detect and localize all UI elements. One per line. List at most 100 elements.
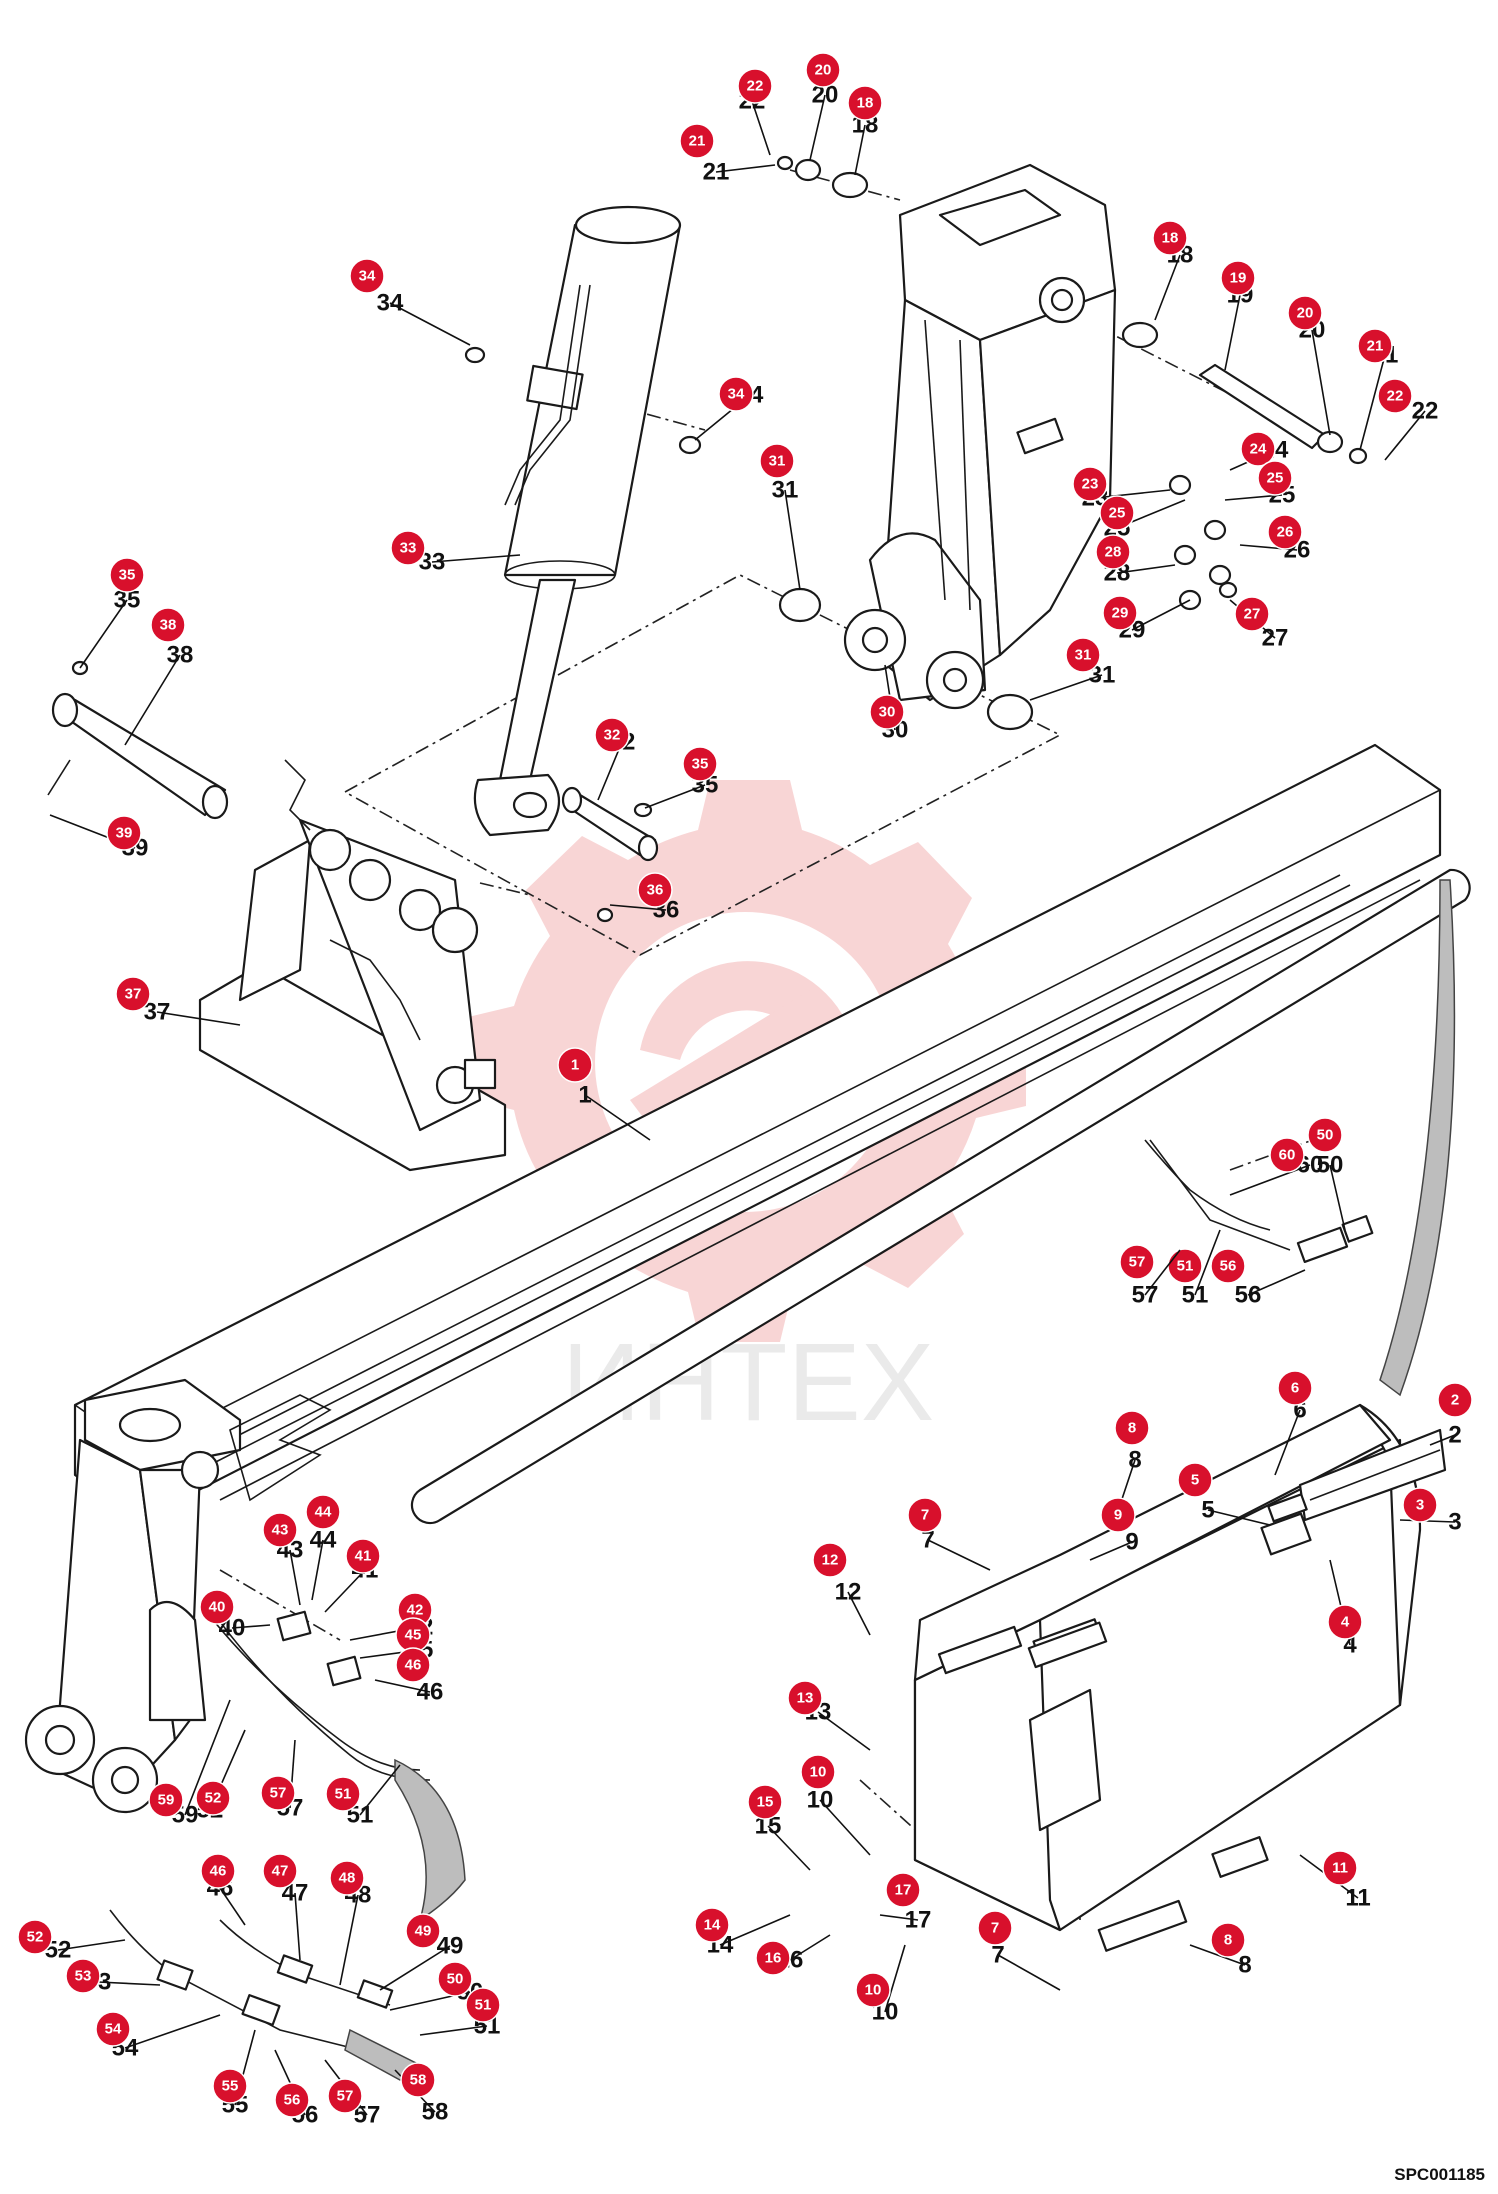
callout-badge-number: 30: [879, 704, 896, 721]
callout-badge: [1210, 1248, 1246, 1284]
callout-badge-number: 7: [991, 1920, 999, 1937]
part-number-label: 51: [1182, 1282, 1209, 1309]
callout-badge: [437, 1961, 473, 1997]
leader-line: [1311, 329, 1331, 436]
callout-c4: 44: [1327, 1559, 1363, 1659]
callout-badge-number: 8: [1224, 1932, 1232, 1949]
leader-line: [79, 599, 128, 669]
callout-badge-number: 21: [689, 133, 706, 150]
part-number-label: 58: [422, 2099, 449, 2126]
cable-curve: [1379, 879, 1456, 1397]
callout-badge-number: 35: [692, 756, 709, 773]
callout-badge: [260, 1775, 296, 1811]
leader-line: [1224, 294, 1241, 371]
callout-badge: [405, 1913, 441, 1949]
leader-line: [1429, 1434, 1456, 1446]
callout-badge: [1099, 495, 1135, 531]
callout-badge: [65, 1958, 101, 1994]
callout-badge: [274, 2082, 310, 2118]
callout-badge-number: 21: [1367, 338, 1384, 355]
leader-line: [1144, 1249, 1181, 1296]
small-parts: [47, 155, 1368, 923]
part-number-label: 34: [377, 290, 404, 317]
leader-line: [219, 1887, 246, 1926]
base-bracket: [198, 759, 507, 1172]
callout-badge: [262, 1853, 298, 1889]
callout-badge-number: 22: [1387, 388, 1404, 405]
callout-badge-number: 52: [205, 1790, 222, 1807]
callout-c1: 11: [557, 1047, 651, 1141]
callout-badge-number: 34: [728, 386, 745, 403]
leader-line: [1207, 1509, 1271, 1526]
callout-badge: [694, 1907, 730, 1943]
callout-badge-number: 56: [1220, 1258, 1237, 1275]
part-number-label: 22: [1412, 398, 1439, 425]
callout-badge: [747, 1784, 783, 1820]
callout-badge-number: 51: [475, 1997, 492, 2014]
callout-badge: [329, 1860, 365, 1896]
callout-badge: [1072, 466, 1108, 502]
callout-badge: [327, 2078, 363, 2114]
part-number-label: 3: [1448, 1509, 1461, 1536]
callout-badge-number: 38: [160, 617, 177, 634]
callout-badge: [737, 68, 773, 104]
callout-c7b: 77: [977, 1910, 1061, 1991]
leader-line: [124, 2014, 221, 2049]
callout-badge: [1402, 1487, 1438, 1523]
callout-badge: [1257, 460, 1293, 496]
callout-badge-number: 35: [119, 567, 136, 584]
callout-badge: [637, 872, 673, 908]
leader-line: [1384, 410, 1426, 461]
callout-badge: [1287, 295, 1323, 331]
leader-line: [1094, 489, 1171, 499]
leader-line: [1247, 1269, 1306, 1296]
callout-badge-number: 9: [1114, 1507, 1122, 1524]
leader-line: [294, 1892, 301, 1961]
callout-badge-number: 45: [405, 1627, 422, 1644]
callout-badge: [148, 1782, 184, 1818]
callout-badge-number: 37: [125, 986, 142, 1003]
part-number-label: 11: [1345, 1885, 1370, 1912]
callout-badge-number: 20: [815, 62, 832, 79]
callout-badge-number: 18: [857, 95, 874, 112]
leader-line: [389, 302, 471, 346]
callout-badge: [465, 1987, 501, 2023]
callout-badge: [1437, 1382, 1473, 1418]
callout-badge: [679, 123, 715, 159]
callout-badge-number: 25: [1109, 505, 1126, 522]
callout-badge: [1269, 1137, 1305, 1173]
callout-badge-number: 16: [765, 1950, 782, 1967]
boom-arm: [24, 743, 1471, 1814]
leader-line: [1224, 494, 1283, 501]
callout-badge: [150, 607, 186, 643]
callout-badge: [1267, 514, 1303, 550]
callout-badge: [390, 530, 426, 566]
callout-badge-number: 20: [1297, 305, 1314, 322]
callout-c24: 2424: [1229, 431, 1289, 471]
leader-line: [57, 1939, 126, 1951]
callout-badge-number: 43: [272, 1522, 289, 1539]
callout-badge: [212, 2068, 248, 2104]
